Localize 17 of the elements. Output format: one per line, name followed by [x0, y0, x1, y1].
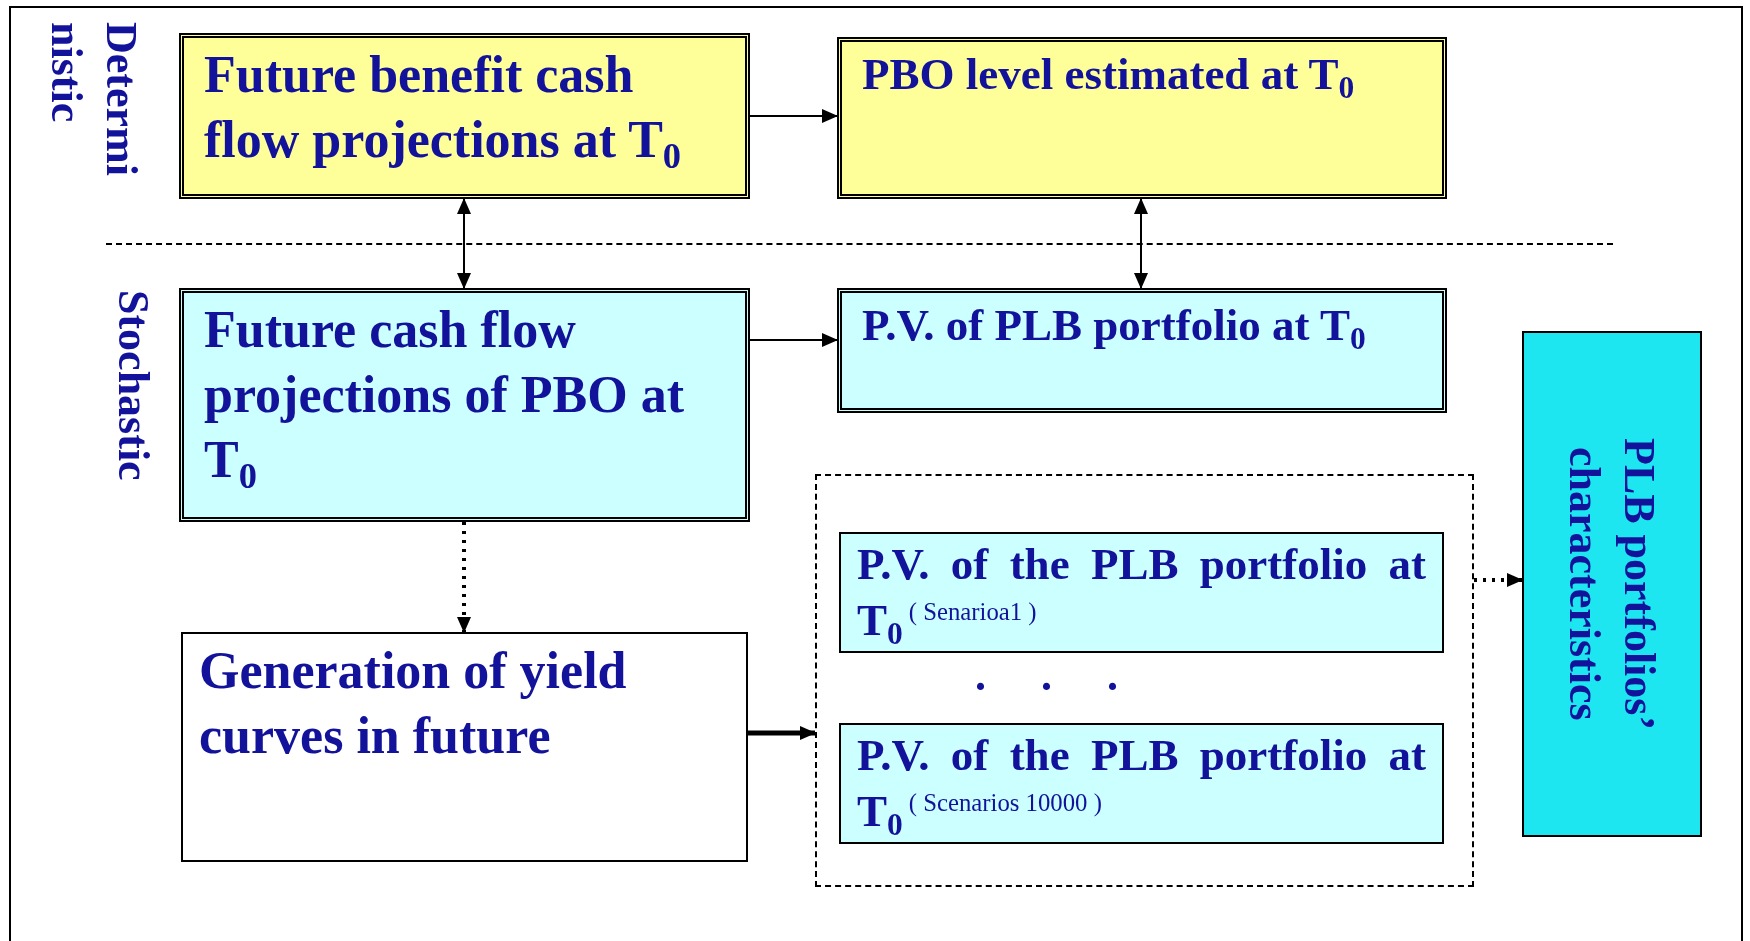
arrow — [1474, 573, 1523, 587]
process-box: Future cash flow projections of PBO at T$_{0}$ — [179, 288, 750, 522]
arrow — [748, 726, 816, 740]
ellipsis-label: . . . — [975, 650, 1140, 701]
arrow — [749, 333, 838, 347]
process-box: Future benefit cash flow projections at T$_{0}$ — [179, 33, 750, 199]
section-label: Determi nistic — [41, 22, 147, 178]
process-box: P.V. of PLB portfolio at T$_{0}$ — [837, 288, 1447, 413]
process-box: PBO level estimated at T$_{0}$ — [837, 37, 1447, 199]
arrow — [457, 198, 471, 289]
arrow — [1134, 198, 1148, 289]
process-box: PLB portfolios’ characteristics — [1522, 331, 1702, 837]
arrow — [749, 109, 838, 123]
section-label: Stochastic — [108, 290, 159, 483]
arrow — [457, 522, 471, 633]
dashed-group-box — [815, 474, 1474, 887]
process-box: Generation of yield curves in future — [181, 632, 748, 862]
